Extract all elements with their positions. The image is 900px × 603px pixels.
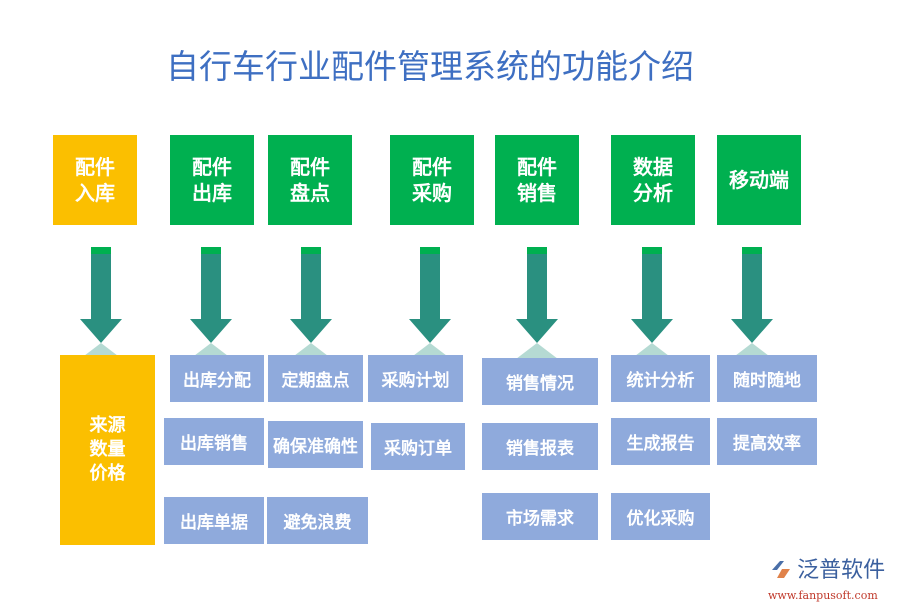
module-4: 配件 采购 (390, 135, 474, 225)
feature-item: 市场需求 (482, 493, 598, 540)
inbound-detail-box: 来源 数量 价格 (60, 355, 155, 545)
feature-item: 采购计划 (368, 355, 463, 402)
module-6: 数据 分析 (611, 135, 695, 225)
logo: 泛普软件 www.fanpusoft.com (768, 552, 886, 603)
arrow-down-icon (190, 247, 232, 343)
logo-name: 泛普软件 (797, 558, 886, 583)
module-label: 移动端 (729, 168, 789, 192)
arrow-down-icon (290, 247, 332, 343)
arrow-down-icon (80, 247, 122, 343)
inbound-detail-text: 来源 数量 价格 (89, 415, 126, 484)
feature-item: 销售情况 (482, 358, 598, 405)
feature-item: 定期盘点 (268, 355, 363, 402)
module-label: 配件 出库 (192, 155, 232, 205)
module-label: 配件 采购 (412, 155, 452, 205)
feature-item: 生成报告 (611, 418, 710, 465)
feature-item: 避免浪费 (267, 497, 368, 544)
feature-item: 出库单据 (164, 497, 264, 544)
arrow-down-icon (516, 247, 558, 343)
arrow-reflection (516, 343, 558, 359)
module-7: 移动端 (717, 135, 801, 225)
feature-item: 出库销售 (164, 418, 264, 465)
feature-item: 统计分析 (611, 355, 710, 402)
module-5: 配件 销售 (495, 135, 579, 225)
feature-item: 随时随地 (717, 355, 817, 402)
module-2: 配件 出库 (170, 135, 254, 225)
feature-item: 确保准确性 (268, 421, 363, 468)
module-label: 配件 盘点 (290, 155, 330, 205)
feature-item: 出库分配 (170, 355, 264, 402)
logo-icon (772, 561, 790, 578)
module-3: 配件 盘点 (268, 135, 352, 225)
module-label: 数据 分析 (633, 155, 673, 205)
page-title: 自行车行业配件管理系统的功能介绍 (166, 47, 694, 86)
feature-item: 销售报表 (482, 423, 598, 470)
arrow-down-icon (731, 247, 773, 343)
feature-item: 优化采购 (611, 493, 710, 540)
logo-url: www.fanpusoft.com (768, 589, 878, 602)
arrow-down-icon (409, 247, 451, 343)
module-label: 配件 销售 (517, 155, 557, 205)
module-1: 配件 入库 (53, 135, 137, 225)
feature-item: 提高效率 (717, 418, 817, 465)
module-label: 配件 入库 (75, 155, 115, 205)
feature-item: 采购订单 (371, 423, 465, 470)
arrow-down-icon (631, 247, 673, 343)
